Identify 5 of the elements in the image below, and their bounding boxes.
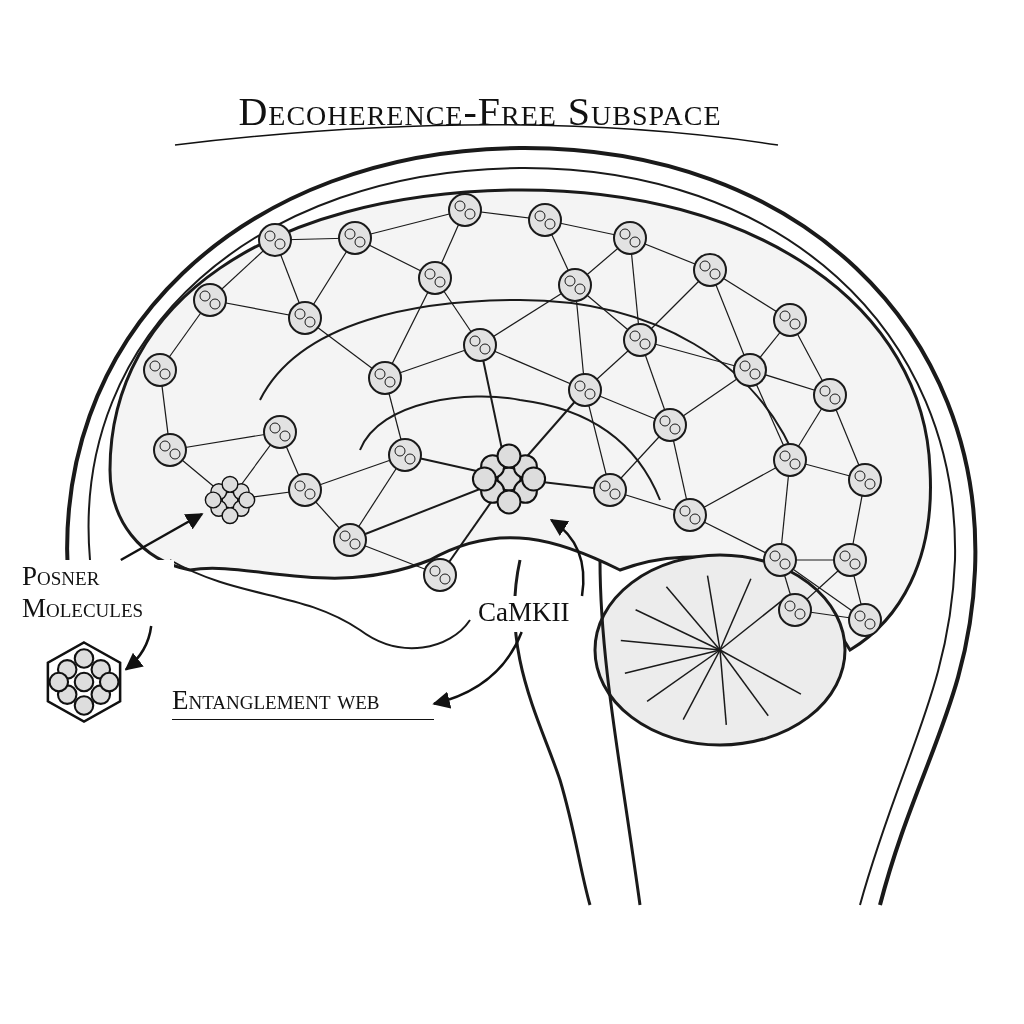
arrow: [120, 512, 204, 562]
arrow: [432, 631, 523, 709]
diagram-title: Decoherence-Free Subspace: [237, 88, 723, 135]
arrow: [549, 519, 585, 597]
arrow: [124, 625, 153, 671]
